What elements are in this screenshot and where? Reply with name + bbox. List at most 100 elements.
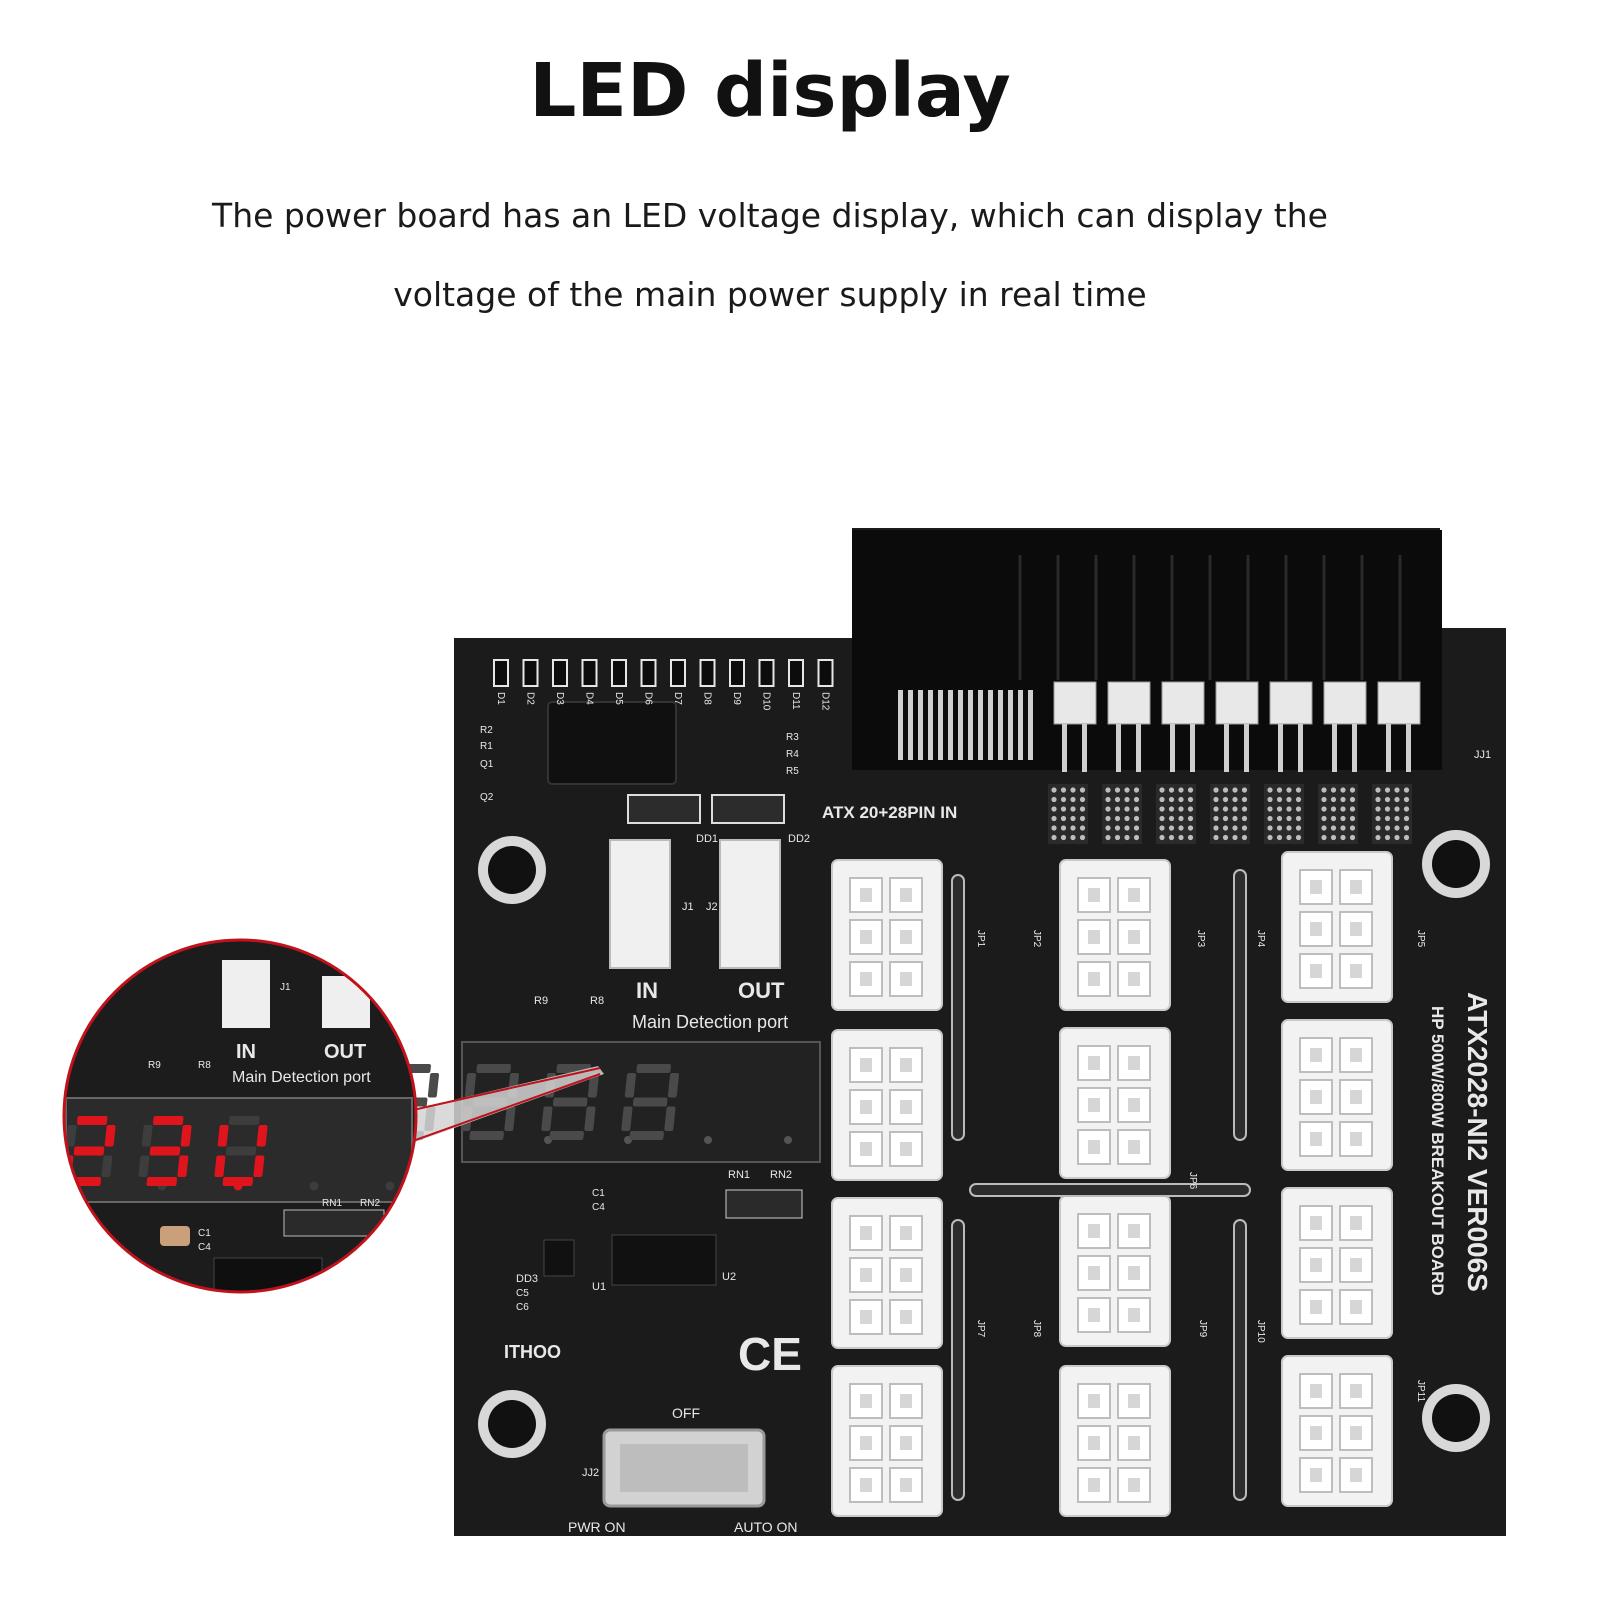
via <box>1079 787 1086 793</box>
via <box>1124 806 1130 812</box>
ref-r4: R4 <box>786 749 799 760</box>
connector-pin <box>900 1226 912 1240</box>
via <box>1105 806 1111 812</box>
jp-ref-label: JP8 <box>1031 1320 1042 1338</box>
connector-pin <box>860 1226 872 1240</box>
bus-bar <box>1233 869 1247 1141</box>
segment <box>141 1125 153 1147</box>
via <box>1394 834 1400 841</box>
atx-pin-block <box>1215 681 1259 725</box>
jp-ref-label: JP5 <box>1415 930 1426 948</box>
connector-pin <box>1350 1426 1362 1440</box>
via <box>1051 796 1057 803</box>
zoom-pointer-edge-bottom <box>409 1073 601 1143</box>
connector-pin <box>1310 1216 1322 1230</box>
via <box>1295 834 1302 841</box>
via <box>1340 796 1346 803</box>
via <box>1286 834 1292 841</box>
connector-pin <box>900 1478 912 1492</box>
via <box>1232 787 1238 793</box>
ref-c4: C4 <box>592 1202 605 1213</box>
via <box>1159 806 1165 812</box>
pcie-6pin-connector <box>831 1197 943 1349</box>
connector-pin <box>860 972 872 986</box>
via <box>1330 787 1337 793</box>
via <box>1403 787 1410 793</box>
via <box>1384 825 1391 831</box>
via <box>1105 834 1111 841</box>
indicator-led <box>758 659 775 687</box>
indicator-led <box>699 659 716 687</box>
via <box>1232 825 1238 831</box>
via <box>1114 787 1121 793</box>
via <box>1384 787 1391 793</box>
connector-pin <box>860 1310 872 1324</box>
connector-pin <box>900 1310 912 1324</box>
via <box>1159 825 1165 831</box>
via <box>1222 796 1229 803</box>
via <box>1349 787 1356 793</box>
atx-pin <box>998 690 1003 760</box>
via <box>1178 834 1184 841</box>
via <box>1168 834 1175 841</box>
via <box>1124 834 1130 841</box>
jp-ref-label: JP10 <box>1255 1320 1266 1343</box>
seven-segment-digit <box>214 1116 268 1186</box>
via <box>1105 796 1111 803</box>
via <box>1178 825 1184 831</box>
mounting-holes <box>478 830 1490 1458</box>
via <box>1321 806 1327 812</box>
connector-pin <box>1128 888 1140 902</box>
connector-pin <box>1088 1308 1100 1322</box>
segment <box>469 1131 504 1140</box>
pcie-6pin-connector <box>831 1029 943 1181</box>
via <box>1349 806 1356 812</box>
segment <box>177 1155 189 1177</box>
ref-j1: J1 <box>682 901 694 913</box>
zoom-ref-rn2: RN2 <box>360 1198 380 1209</box>
indicator-led <box>729 659 745 687</box>
atx-pin <box>1190 724 1195 772</box>
via <box>1213 787 1219 793</box>
led-ref-label: D2 <box>525 692 536 705</box>
connector-pin <box>900 930 912 944</box>
led-ref-label: D4 <box>584 692 595 705</box>
via <box>1222 834 1229 841</box>
via <box>1187 825 1194 831</box>
ref-r8: R8 <box>590 995 604 1007</box>
connector-pin <box>1128 1140 1140 1154</box>
connector-pin <box>900 1436 912 1450</box>
via <box>1349 834 1356 841</box>
via <box>1241 787 1248 793</box>
ref-r1: R1 <box>480 741 493 752</box>
via <box>1213 825 1219 831</box>
segment <box>664 1106 676 1131</box>
atx-pin <box>1136 724 1141 772</box>
connector-pin <box>860 1142 872 1156</box>
via <box>1124 825 1130 831</box>
bus-bar <box>969 1183 1251 1197</box>
via <box>1295 825 1302 831</box>
via <box>1340 815 1346 822</box>
via <box>1295 815 1302 822</box>
led-ref-label: D1 <box>495 692 506 705</box>
zoom-cap <box>160 1226 190 1246</box>
via <box>1222 815 1229 822</box>
connector-pin <box>860 1268 872 1282</box>
via <box>1241 796 1248 803</box>
via <box>1394 825 1400 831</box>
via <box>1114 806 1121 812</box>
ic-u2 <box>611 1234 717 1286</box>
via <box>1051 834 1057 841</box>
led-ref-label: D7 <box>672 692 683 705</box>
ic-u1 <box>543 1239 575 1277</box>
atx-pin <box>1298 724 1303 772</box>
via <box>1159 815 1165 822</box>
zoom-out-label: OUT <box>324 1041 366 1063</box>
segment <box>149 1146 181 1156</box>
pcie-6pin-connector <box>1281 1355 1393 1507</box>
connector-pin <box>1310 880 1322 894</box>
via-grids <box>1048 784 1412 844</box>
